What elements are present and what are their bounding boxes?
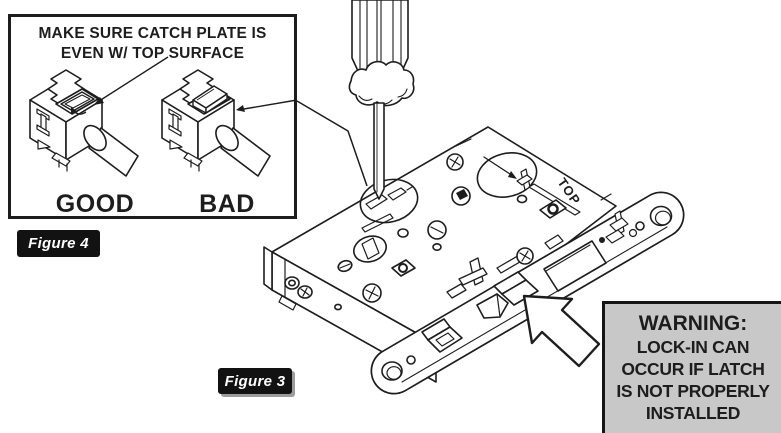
good-leader-line bbox=[95, 56, 169, 104]
warning-line4: IS NOT PROPERLY bbox=[616, 381, 770, 401]
screwdriver-illustration bbox=[348, 0, 415, 200]
bad-leader-line bbox=[237, 99, 298, 111]
warning-line2: LOCK-IN CAN bbox=[636, 337, 750, 357]
figure-3-badge: Figure 3 bbox=[218, 368, 292, 394]
callout-title: MAKE SURE CATCH PLATE IS EVEN W/ TOP SUR… bbox=[11, 24, 294, 64]
warning-line5: INSTALLED bbox=[645, 403, 741, 423]
callout-title-line2: EVEN W/ TOP SURFACE bbox=[60, 45, 245, 62]
warning-line3: OCCUR IF LATCH bbox=[621, 359, 765, 379]
warning-title: WARNING: bbox=[638, 312, 748, 335]
good-catch-plate-illustration bbox=[29, 56, 169, 177]
mortise-lock-illustration bbox=[263, 126, 685, 395]
figure-4-badge: Figure 4 bbox=[17, 230, 100, 257]
warning-box: WARNING: LOCK-IN CAN OCCUR IF LATCH IS N… bbox=[602, 301, 781, 433]
callout-title-line1: MAKE SURE CATCH PLATE IS bbox=[38, 25, 267, 42]
callout-box: MAKE SURE CATCH PLATE IS EVEN W/ TOP SUR… bbox=[8, 14, 297, 219]
latch-pointer-arrow bbox=[522, 294, 601, 368]
good-label: GOOD bbox=[55, 190, 135, 218]
bad-label: BAD bbox=[199, 190, 255, 218]
bad-catch-plate-illustration bbox=[161, 69, 298, 177]
callout-leader-line bbox=[296, 100, 368, 187]
